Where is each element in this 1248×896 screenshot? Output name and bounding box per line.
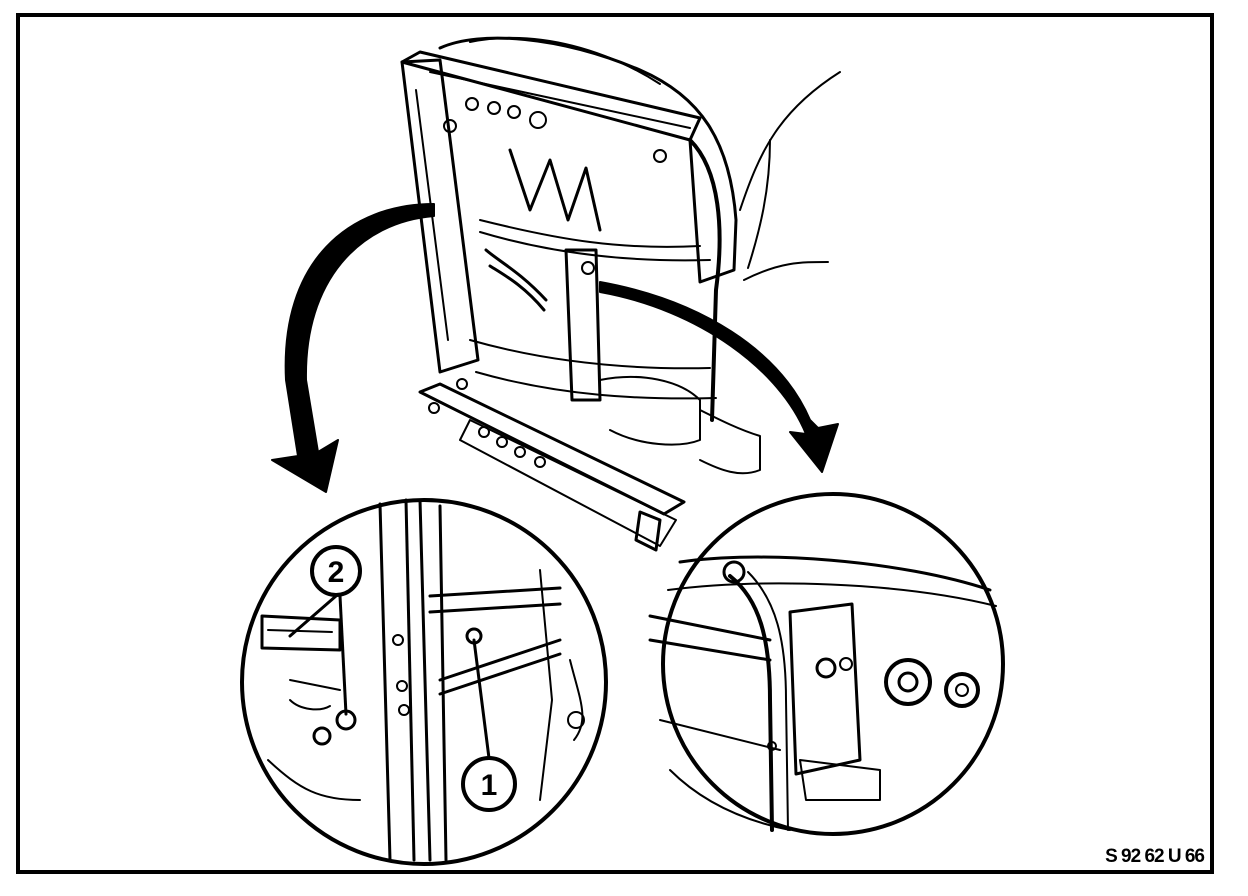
figure-reference-code: S 92 62 U 66 (1105, 846, 1205, 867)
left-detail-view (240, 498, 608, 866)
right-detail-view (648, 492, 1005, 836)
callout-1-label: 1 (481, 769, 498, 802)
left-curved-arrow (271, 203, 435, 493)
figure-frame (16, 13, 1214, 874)
callout-1: 1 (461, 756, 517, 812)
right-curved-arrow (599, 281, 839, 473)
seat-backrest-frame (400, 36, 841, 552)
callout-2-label: 2 (328, 556, 345, 589)
callout-2: 2 (310, 545, 362, 597)
